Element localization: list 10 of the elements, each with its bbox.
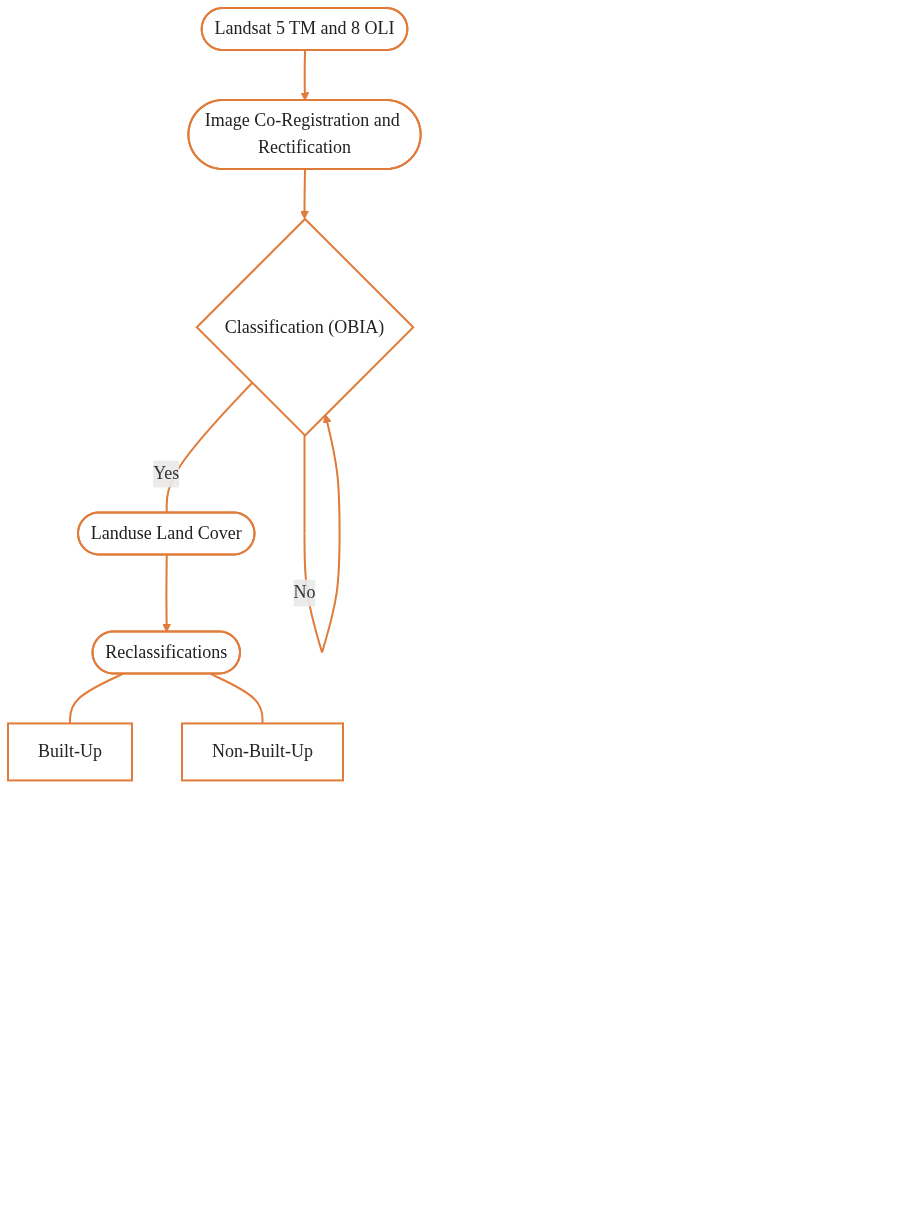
arrow (300, 168, 309, 220)
edge-label: No (293, 582, 316, 603)
node-box: Built-Up (7, 722, 133, 782)
arrow (300, 49, 310, 101)
arrow (162, 553, 172, 633)
node-box: Non-Built-Up (181, 722, 344, 782)
edge-label: Yes (153, 463, 180, 484)
node-diamond: Classification (OBIA) (195, 217, 415, 437)
connector (209, 672, 264, 725)
connector (69, 672, 124, 725)
